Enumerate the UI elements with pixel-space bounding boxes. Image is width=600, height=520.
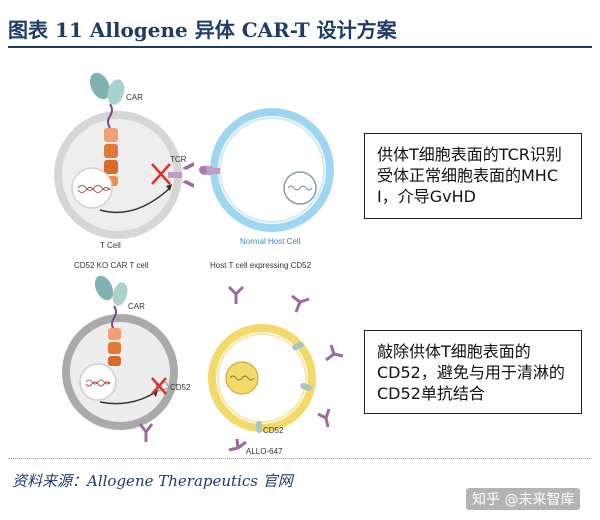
cd52-label-right: CD52: [263, 426, 284, 435]
antibody-icon: [227, 285, 344, 452]
host-nucleus-icon: [225, 361, 259, 395]
antibody-icon: [138, 423, 154, 442]
car-head-icon: [94, 275, 128, 306]
car-head-icon: [89, 72, 125, 105]
host-nucleus-icon: [283, 171, 317, 205]
tcr-receptor-icon: [168, 162, 194, 188]
note-cd52-knockout: 敲除供体T细胞表面的CD52，避免与用于清淋的CD52单抗结合: [364, 330, 582, 414]
x-mark-icon: [151, 163, 171, 185]
footer-divider: [8, 458, 592, 460]
nucleus-icon: [79, 363, 117, 401]
x-mark-icon: [151, 377, 167, 395]
allogene-diagram: CAR TCR T Cell CD52 KO CAR T cell Normal…: [54, 72, 344, 455]
caption-cd52-ko: CD52 KO CAR T cell: [74, 261, 149, 270]
cd52-label-left: CD52: [170, 383, 191, 392]
normal-host-cell: Normal Host Cell Host T cell expressing …: [199, 108, 334, 270]
note-tcr-gvhd: 供体T细胞表面的TCR识别受体正常细胞表面的MHC I，介导GvHD: [364, 133, 582, 219]
mhc-receptor-icon: [199, 166, 220, 175]
car-t-cell-bottom: CAR CD52: [62, 275, 191, 442]
expression-arrow: [99, 391, 157, 405]
car-label-bottom: CAR: [128, 302, 145, 311]
cd52-host-cell: CD52 ALLO-647: [208, 285, 344, 455]
allo-647-label: ALLO-647: [246, 447, 283, 455]
car-stalk-icon: [108, 328, 121, 366]
car-t-cell-top: CAR TCR T Cell CD52 KO CAR T cell: [54, 72, 194, 270]
title-bar: [8, 10, 592, 48]
watermark: 知乎 @未来智库: [466, 488, 581, 510]
car-label-top: CAR: [126, 93, 143, 102]
nucleus-icon: [71, 167, 113, 209]
source-text: 资料来源：Allogene Therapeutics 官网: [12, 472, 293, 490]
cd52-marker-icon: [256, 341, 312, 433]
expression-arrow: [99, 187, 171, 214]
caption-host-t-cell: Host T cell expressing CD52: [210, 261, 312, 270]
figure-title: 图表 11 Allogene 异体 CAR-T 设计方案: [8, 18, 397, 42]
host-cell-label: Normal Host Cell: [240, 237, 301, 246]
tcr-label: TCR: [170, 155, 187, 164]
t-cell-label: T Cell: [100, 241, 121, 250]
